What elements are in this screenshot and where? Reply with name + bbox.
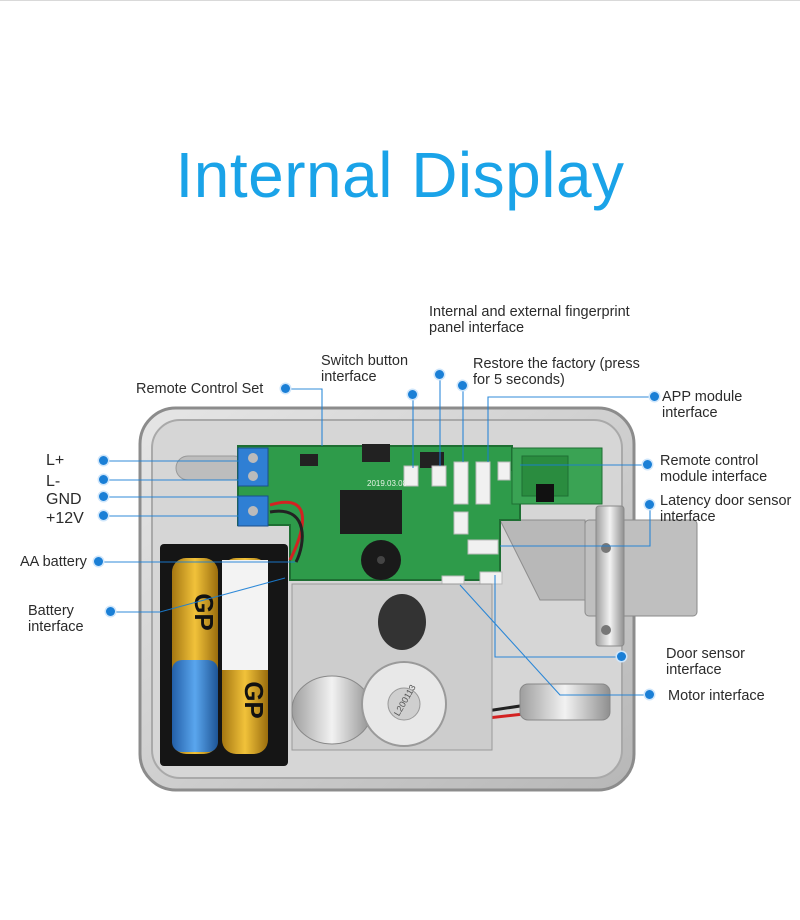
label-l-plus: L+ xyxy=(46,452,65,469)
label-remote-module: Remote control module interface xyxy=(660,453,768,485)
dot-12v xyxy=(99,511,108,520)
leader-latency xyxy=(500,505,651,547)
battery-holder: GP GP xyxy=(160,544,288,766)
dot-remote-module xyxy=(643,460,652,469)
dot-gnd xyxy=(99,492,108,501)
label-switch-button-interface: Switch button interface xyxy=(321,353,409,385)
pcb-board: 2019.03.08 xyxy=(237,444,603,587)
leader-motor xyxy=(459,584,650,696)
top-divider xyxy=(0,0,800,1)
label-l-minus: L- xyxy=(46,473,61,490)
dot-remote-set xyxy=(281,384,290,393)
dot-motor xyxy=(645,690,654,699)
dot-fingerprint xyxy=(435,370,444,379)
dot-l-plus xyxy=(99,456,108,465)
label-remote-control-set: Remote Control Set xyxy=(136,381,264,397)
leader-door-sensor xyxy=(494,575,622,658)
page-title: Internal Display xyxy=(175,139,625,211)
leader-app xyxy=(487,396,655,462)
label-gnd: GND xyxy=(46,491,82,508)
dot-aa-battery xyxy=(94,557,103,566)
leader-battery-interface xyxy=(111,577,286,613)
label-fingerprint-interface: Internal and external fingerprint panel … xyxy=(429,304,630,336)
label-aa-battery: AA battery xyxy=(20,554,87,570)
label-restore-factory: Restore the factory (press for 5 seconds… xyxy=(473,356,640,388)
label-latency-sensor: Latency door sensor interface xyxy=(660,493,792,525)
board-date: 2019.03.08 xyxy=(367,479,408,488)
label-app-module: APP module interface xyxy=(662,389,743,421)
dot-restore xyxy=(458,381,467,390)
label-motor-interface: Motor interface xyxy=(668,688,765,704)
dot-l-minus xyxy=(99,475,108,484)
battery-brand-1: GP xyxy=(189,593,219,631)
label-battery-interface: Battery interface xyxy=(28,603,84,635)
dot-latency xyxy=(645,500,654,509)
leader-lines xyxy=(99,375,655,696)
dot-door-sensor xyxy=(617,652,626,661)
motor-assembly: L200113 xyxy=(291,583,611,751)
leader-remote-set xyxy=(286,388,323,446)
battery-brand-2: GP xyxy=(239,681,269,719)
label-12v: +12V xyxy=(46,510,84,527)
dot-battery-interface xyxy=(106,607,115,616)
dot-switch-button xyxy=(408,390,417,399)
dot-app xyxy=(650,392,659,401)
latch-assembly xyxy=(499,505,698,647)
label-door-sensor: Door sensor interface xyxy=(666,646,745,678)
